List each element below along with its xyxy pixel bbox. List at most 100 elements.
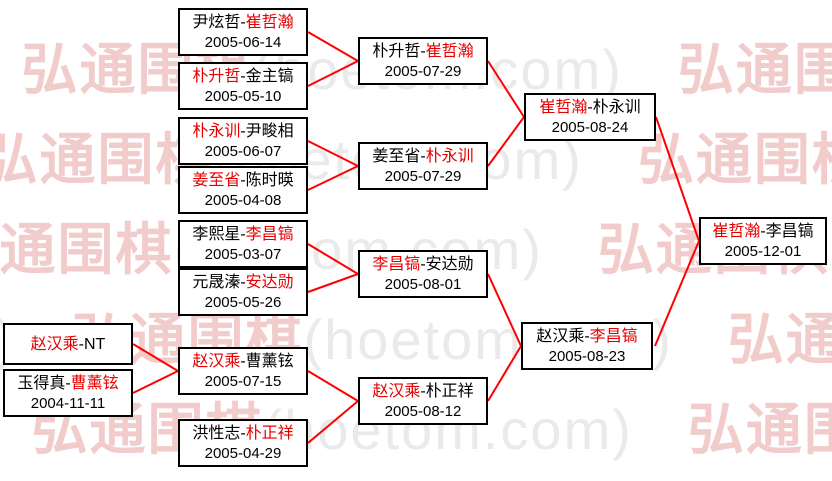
match-players: 赵汉乘-李昌镐 xyxy=(536,326,637,347)
match-date: 2005-06-14 xyxy=(204,33,282,51)
match-date: 2005-07-15 xyxy=(204,372,282,390)
match-players: 崔哲瀚-朴永训 xyxy=(539,97,640,118)
player-separator: - xyxy=(78,335,84,353)
match-date: 2005-08-12 xyxy=(384,402,462,420)
match-date: 2005-06-07 xyxy=(204,142,282,160)
player-separator: - xyxy=(760,222,766,240)
match-players: 姜至省-朴永训 xyxy=(372,146,473,167)
player-name-right: 李昌镐 xyxy=(245,225,294,243)
player-name-left: 姜至省 xyxy=(192,171,241,189)
bracket-connector-line xyxy=(307,400,359,444)
watermark-cjk-text: 弘通围棋 xyxy=(687,398,832,461)
match-box-r0-m1: 赵汉乘-NT xyxy=(3,323,133,365)
match-date: 2004-11-11 xyxy=(30,394,106,412)
match-date: 2005-04-08 xyxy=(204,191,282,209)
match-players: 朴升哲-崔哲瀚 xyxy=(372,41,473,62)
player-name-left: 洪性志 xyxy=(192,424,241,442)
player-separator: - xyxy=(420,255,426,273)
bracket-connector-line xyxy=(307,140,359,167)
bracket-connector-line xyxy=(307,273,359,293)
player-separator: - xyxy=(240,225,246,243)
player-name-right: 陈时暎 xyxy=(245,171,294,189)
match-box-r1-m6: 元晟溱-安达勋 2005-05-26 xyxy=(178,268,308,316)
match-date: 2005-05-26 xyxy=(204,293,282,311)
player-separator: - xyxy=(65,374,71,392)
match-date: 2005-08-23 xyxy=(548,347,626,365)
player-name-right: 朴永训 xyxy=(425,147,474,165)
player-name-right: 李昌镐 xyxy=(765,222,814,240)
match-date: 2005-05-10 xyxy=(204,87,282,105)
bracket-connector-line xyxy=(487,60,525,118)
player-name-right: 崔哲瀚 xyxy=(245,13,294,31)
watermark-cjk-text: 弘通围棋 xyxy=(0,218,174,281)
match-players: 赵汉乘-朴正祥 xyxy=(372,381,473,402)
player-name-right: 尹畯相 xyxy=(245,122,294,140)
player-name-right: 曹薰铉 xyxy=(70,374,119,392)
player-name-left: 崔哲瀚 xyxy=(712,222,761,240)
player-separator: - xyxy=(420,42,426,60)
player-name-left: 李昌镐 xyxy=(372,255,421,273)
player-name-left: 赵汉乘 xyxy=(372,382,421,400)
match-players: 尹炫哲-崔哲瀚 xyxy=(192,12,293,33)
bracket-connector-line xyxy=(654,240,700,347)
player-name-left: 朴升哲 xyxy=(372,42,421,60)
bracket-connector-line xyxy=(655,116,700,242)
bracket-connector-line xyxy=(307,243,359,275)
match-players: 崔哲瀚-李昌镐 xyxy=(712,221,813,242)
player-name-right: 李昌镐 xyxy=(589,327,638,345)
player-name-right: NT xyxy=(84,335,106,353)
match-players: 赵汉乘-曹薰铉 xyxy=(192,351,293,372)
player-separator: - xyxy=(420,382,426,400)
player-name-left: 朴升哲 xyxy=(192,67,241,85)
watermark-cjk-text: 弘通围棋 xyxy=(727,308,832,371)
player-separator: - xyxy=(240,273,246,291)
player-name-right: 朴正祥 xyxy=(425,382,474,400)
match-box-r0-m2: 玉得真-曹薰铉 2004-11-11 xyxy=(3,369,133,417)
player-name-left: 赵汉乘 xyxy=(536,327,585,345)
match-date: 2005-03-07 xyxy=(204,245,282,263)
player-name-left: 李熙星 xyxy=(192,225,241,243)
player-separator: - xyxy=(420,147,426,165)
player-separator: - xyxy=(240,13,246,31)
player-name-right: 安达勋 xyxy=(245,273,294,291)
bracket-connector-line xyxy=(307,165,359,191)
match-players: 李熙星-李昌镐 xyxy=(192,224,293,245)
player-name-right: 金主镐 xyxy=(245,67,294,85)
player-name-left: 尹炫哲 xyxy=(192,13,241,31)
player-name-left: 元晟溱 xyxy=(192,273,241,291)
watermark-cjk-text: 弘通围棋 xyxy=(0,128,214,191)
bracket-connector-line xyxy=(487,116,525,167)
bracket-connector-line xyxy=(132,370,179,394)
match-players: 李昌镐-安达勋 xyxy=(372,254,473,275)
match-players: 朴永训-尹畯相 xyxy=(192,121,293,142)
match-date: 2005-07-29 xyxy=(384,62,462,80)
player-name-right: 曹薰铉 xyxy=(245,352,294,370)
bracket-connector-line xyxy=(307,60,359,87)
bracket-connector-line xyxy=(307,31,359,62)
match-date: 2005-12-01 xyxy=(724,242,802,260)
match-players: 姜至省-陈时暎 xyxy=(192,170,293,191)
player-separator: - xyxy=(584,327,590,345)
player-name-left: 赵汉乘 xyxy=(192,352,241,370)
watermark-cjk-text: 弘通围棋 xyxy=(677,38,832,101)
bracket-connector-line xyxy=(307,370,359,402)
player-name-left: 朴永训 xyxy=(192,122,241,140)
player-name-left: 玉得真 xyxy=(17,374,66,392)
player-separator: - xyxy=(587,98,593,116)
watermark-latin-text: (hoetom.com) xyxy=(830,218,832,281)
player-name-right: 崔哲瀚 xyxy=(425,42,474,60)
bracket-connector-line xyxy=(487,273,522,347)
player-name-right: 朴永训 xyxy=(592,98,641,116)
